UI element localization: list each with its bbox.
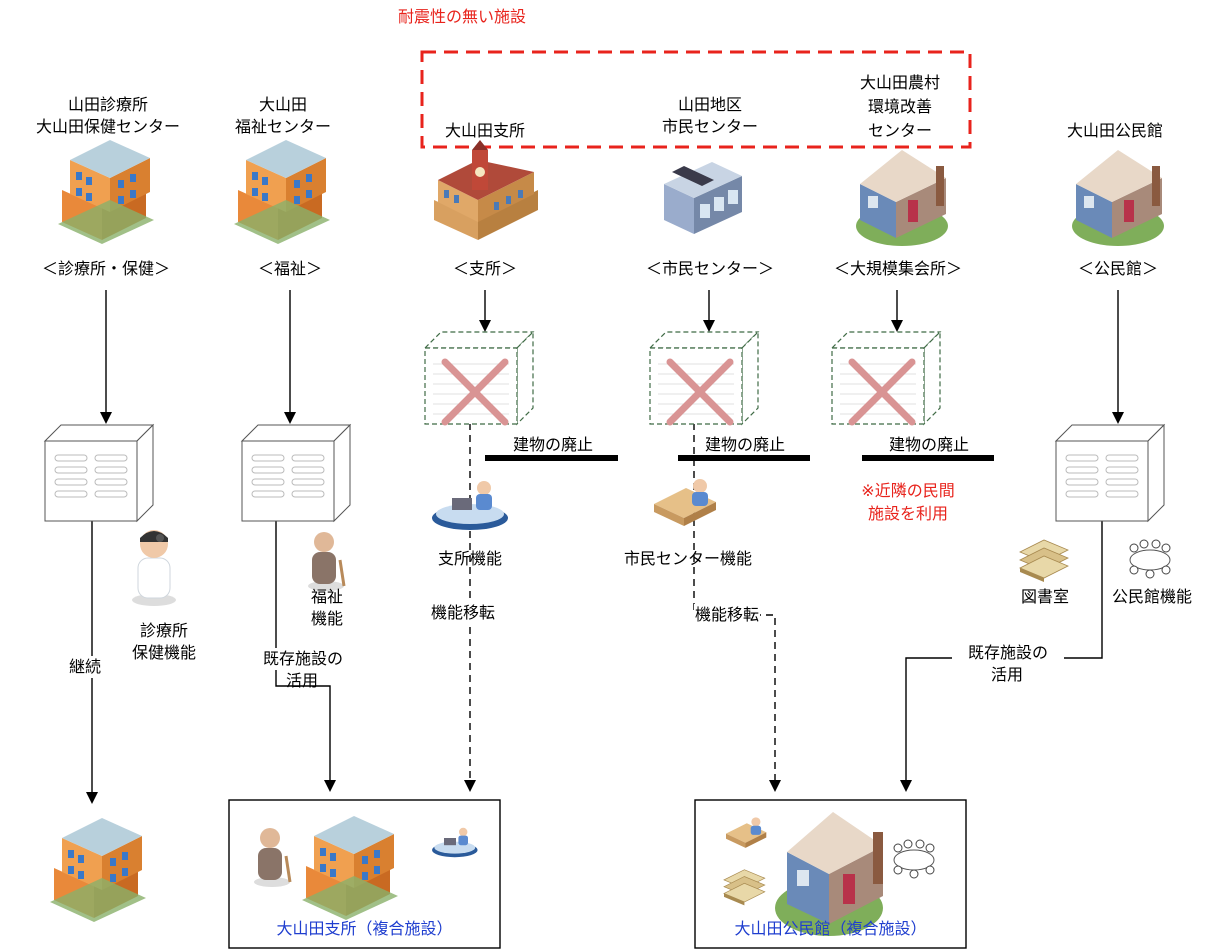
apartment-building-icon bbox=[302, 816, 398, 920]
apartment-building-icon bbox=[50, 818, 146, 922]
facility-name-shimin-line2: 市民センター bbox=[661, 117, 758, 136]
result-title-kominkan: 大山田公民館（複合施設） bbox=[734, 919, 927, 938]
reception-desk-icon bbox=[654, 479, 716, 526]
category-kominkan: ＜公民館＞ bbox=[1077, 259, 1158, 278]
facility-name-noson-line2: 環境改善 bbox=[867, 97, 932, 116]
books-icon bbox=[1019, 539, 1069, 582]
demolition-label-noson: 建物の廃止 bbox=[888, 435, 969, 454]
cube-demolished-shimin bbox=[648, 330, 760, 426]
category-shinryo: ＜診療所・保健＞ bbox=[41, 259, 170, 278]
seismic-deficient-label: 耐震性の無い施設 bbox=[398, 7, 527, 26]
apartment-building-icon bbox=[58, 140, 154, 244]
office-desk-icon bbox=[432, 481, 508, 530]
office-desk-icon bbox=[432, 827, 478, 858]
function-label-library: 図書室 bbox=[1020, 587, 1069, 606]
function-label-shinryo-line1: 診療所 bbox=[139, 621, 188, 640]
facility-name-fukushi-line1: 大山田 bbox=[258, 95, 307, 114]
function-label-shinryo-line2: 保健機能 bbox=[131, 643, 196, 662]
result-box-shisho bbox=[228, 799, 501, 949]
facility-name-shisho: 大山田支所 bbox=[444, 121, 525, 140]
arrow-label-reuse-fukushi-line2: 活用 bbox=[285, 671, 318, 690]
arrow-label-reuse-kominkan-line1: 既存施設の bbox=[952, 642, 1064, 664]
x-mark-icon bbox=[848, 358, 916, 426]
arrow-label-transfer-shimin: 機能移転 bbox=[694, 604, 761, 626]
function-label-shimin: 市民センター機能 bbox=[623, 549, 752, 568]
community-center-building-icon bbox=[664, 162, 742, 234]
cube-kominkan bbox=[1054, 423, 1166, 523]
reception-desk-icon bbox=[726, 817, 767, 848]
result-box-kominkan bbox=[694, 799, 967, 949]
category-shisho: ＜支所＞ bbox=[452, 259, 517, 278]
function-label-fukushi-line1: 福祉 bbox=[310, 587, 343, 606]
cube-demolished-noson bbox=[830, 330, 942, 426]
house-building-icon bbox=[775, 812, 883, 936]
meeting-table-icon bbox=[893, 839, 935, 879]
town-hall-building-icon bbox=[434, 140, 538, 240]
function-label-fukushi-line2: 機能 bbox=[310, 609, 343, 628]
category-noson: ＜大規模集会所＞ bbox=[833, 259, 962, 278]
cube-demolished-shisho bbox=[423, 330, 535, 426]
arrow-label-reuse-fukushi-line1: 既存施設の bbox=[252, 648, 354, 670]
seismic-deficient-frame bbox=[420, 50, 972, 149]
facility-name-shinryo-line1: 山田診療所 bbox=[67, 95, 148, 114]
facility-name-fukushi-line2: 福祉センター bbox=[234, 117, 331, 136]
facility-name-shimin-line1: 山田地区 bbox=[677, 95, 742, 114]
doctor-icon bbox=[132, 530, 176, 606]
facility-name-noson-line3: センター bbox=[867, 121, 932, 140]
arrow-fukushi-reuse bbox=[275, 518, 336, 792]
arrow-label-transfer-shisho: 機能移転 bbox=[430, 602, 497, 624]
house-building-icon bbox=[1072, 150, 1164, 246]
facility-name-kominkan: 大山田公民館 bbox=[1066, 121, 1163, 140]
apartment-building-icon bbox=[234, 140, 330, 244]
cube-fukushi bbox=[240, 423, 352, 523]
meeting-table-icon bbox=[1129, 539, 1171, 579]
result-title-shisho: 大山田支所（複合施設） bbox=[276, 919, 453, 938]
house-building-icon bbox=[856, 150, 948, 246]
category-shimin: ＜市民センター＞ bbox=[645, 259, 774, 278]
demolition-label-shimin: 建物の廃止 bbox=[704, 435, 785, 454]
function-label-shisho: 支所機能 bbox=[437, 549, 502, 568]
arrow-label-reuse-kominkan-line2: 活用 bbox=[990, 665, 1023, 684]
cube-shinryo bbox=[43, 423, 155, 523]
books-icon bbox=[723, 869, 766, 906]
private-facility-note-line1: ※近隣の民間 bbox=[861, 481, 955, 500]
category-fukushi: ＜福祉＞ bbox=[257, 259, 322, 278]
facility-name-noson-line1: 大山田農村 bbox=[859, 73, 940, 92]
demolition-label-shisho: 建物の廃止 bbox=[512, 435, 593, 454]
elderly-person-icon bbox=[254, 828, 292, 887]
private-facility-note-line2: 施設を利用 bbox=[867, 504, 948, 523]
elderly-person-icon bbox=[308, 532, 346, 591]
function-label-kominkan: 公民館機能 bbox=[1111, 587, 1192, 606]
facility-name-shinryo-line2: 大山田保健センター bbox=[35, 117, 180, 136]
arrow-label-continue: 継続 bbox=[68, 656, 103, 678]
x-mark-icon bbox=[441, 358, 509, 426]
x-mark-icon bbox=[666, 358, 734, 426]
